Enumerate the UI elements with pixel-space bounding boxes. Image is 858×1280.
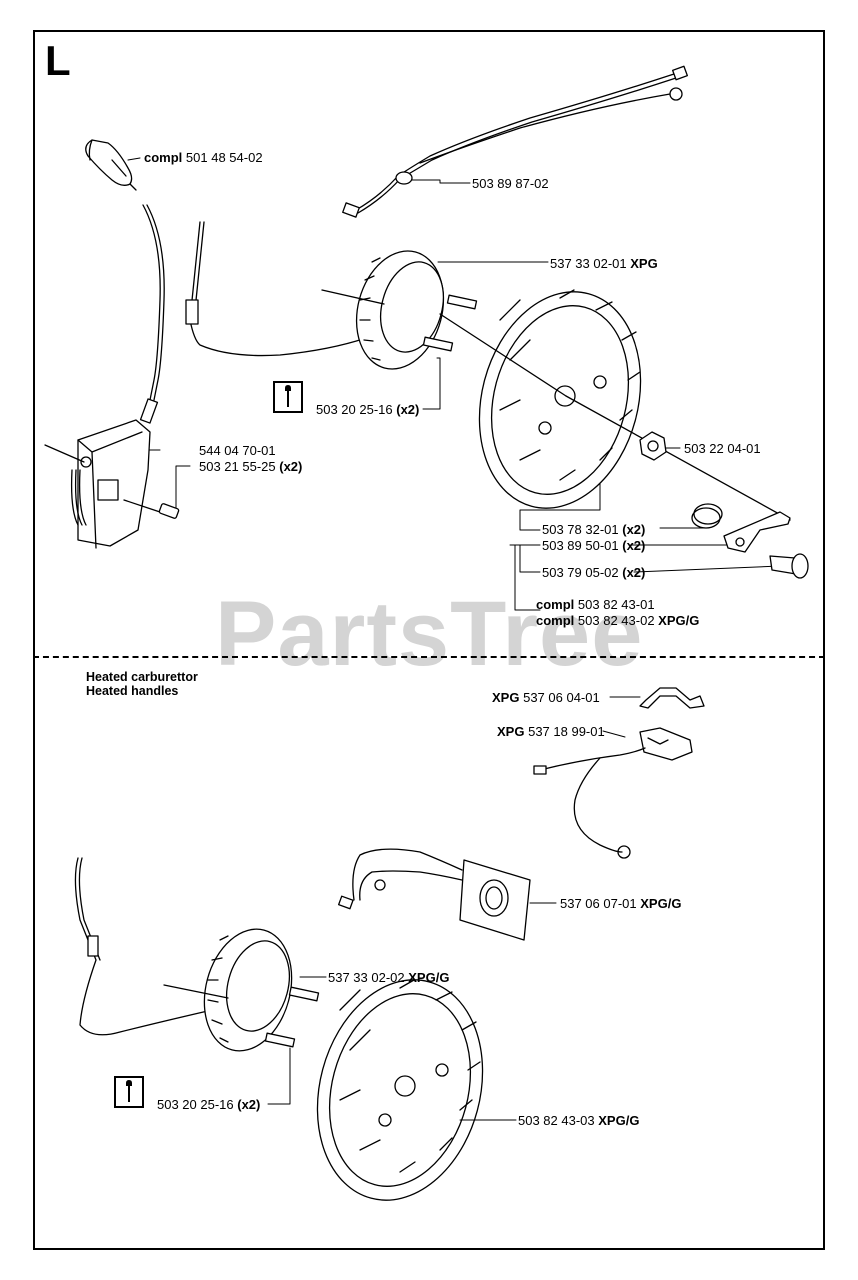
label-screw-top: 503 20 25-16 (x2): [316, 402, 420, 417]
label-bracket: XPG 537 06 04-01: [492, 690, 600, 705]
label-thermostat: XPG 537 18 99-01: [497, 724, 605, 739]
label-pin: 503 79 05-02 (x2): [542, 565, 646, 580]
label-stator-bottom: 537 33 02-02 XPG/G: [328, 970, 450, 985]
label-ignition-module: 544 04 70-01: [199, 443, 276, 458]
label-module-screw: 503 21 55-25 (x2): [199, 459, 303, 474]
diagram-frame: [33, 30, 825, 1250]
label-nut: 503 22 04-01: [684, 441, 761, 456]
label-flywheel-compl-2: compl 503 82 43-02 XPG/G: [536, 613, 700, 628]
wire-harness-illustration: [342, 65, 688, 218]
label-spark-cap: compl 501 48 54-02: [144, 150, 263, 165]
wrench-icon: [273, 381, 303, 413]
heated-note: Heated carburettor Heated handles: [86, 670, 198, 698]
label-spring: 503 78 32-01 (x2): [542, 522, 646, 537]
label-screw-bottom: 503 20 25-16 (x2): [157, 1097, 261, 1112]
watermark: PartsTree: [215, 583, 644, 685]
label-pawl: 503 89 50-01 (x2): [542, 538, 646, 553]
pawl-assembly-illustration: [639, 431, 809, 579]
thermostat-illustration: [533, 727, 693, 859]
section-separator: [33, 656, 825, 658]
flywheel-bottom-illustration: [316, 979, 484, 1201]
label-stator-top: 537 33 02-01 XPG: [550, 256, 658, 271]
spark-plug-cap-illustration: [85, 139, 165, 401]
ignition-module-illustration: [44, 398, 180, 549]
section-letter: L: [45, 37, 71, 84]
label-flywheel-compl-1: compl 503 82 43-01: [536, 597, 655, 612]
stator-top-illustration: [185, 221, 478, 370]
label-wire-harness: 503 89 87-02: [472, 176, 549, 191]
bracket-illustration: [639, 687, 705, 709]
wrench-icon: [114, 1076, 144, 1108]
flywheel-top-illustration: [439, 289, 791, 521]
leader-lines-bottom: [267, 902, 557, 1121]
heated-note-line2: Heated handles: [86, 684, 179, 698]
heated-note-line1: Heated carburettor: [86, 670, 198, 684]
label-flywheel-bottom: 503 82 43-03 XPG/G: [518, 1113, 640, 1128]
stator-bottom-illustration: [74, 857, 320, 1052]
label-heater-element: 537 06 07-01 XPG/G: [560, 896, 682, 911]
heater-element-illustration: [338, 848, 531, 941]
